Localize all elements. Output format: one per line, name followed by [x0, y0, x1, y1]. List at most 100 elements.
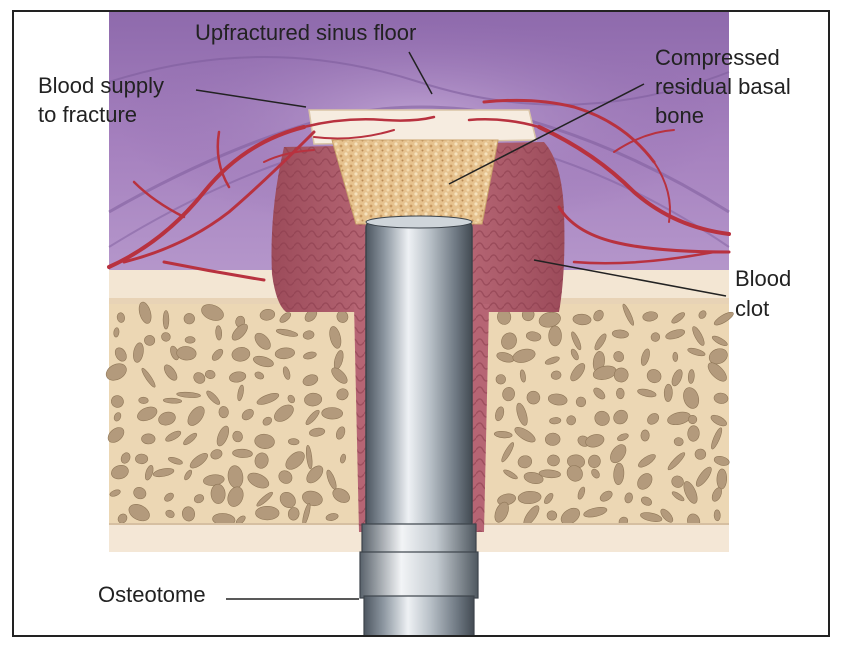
- bone-marrow-space: [306, 465, 324, 484]
- bone-marrow-space: [613, 367, 629, 383]
- bone-marrow-space: [279, 492, 296, 508]
- bone-marrow-space: [335, 426, 346, 440]
- bone-marrow-space: [288, 438, 300, 446]
- bone-marrow-space: [285, 451, 305, 470]
- bone-marrow-space: [646, 369, 662, 384]
- bone-marrow-space: [332, 488, 350, 503]
- bone-marrow-space: [336, 388, 349, 401]
- label-blood-supply-line2: to fracture: [38, 102, 138, 127]
- bone-marrow-space: [711, 335, 728, 347]
- bone-marrow-space: [116, 312, 125, 323]
- bone-marrow-space: [572, 313, 592, 326]
- bone-marrow-space: [237, 384, 244, 402]
- bone-marrow-space: [193, 494, 205, 504]
- sinus-lift-illustration: [105, 12, 734, 635]
- bone-marrow-space: [113, 412, 122, 422]
- bone-marrow-space: [566, 465, 583, 482]
- bone-marrow-space: [206, 390, 221, 405]
- bone-marrow-space: [216, 425, 230, 447]
- label-compressed-line2: residual basal: [655, 74, 791, 99]
- bone-marrow-space: [588, 454, 601, 468]
- bone-marrow-space: [331, 367, 348, 384]
- bone-marrow-space: [713, 455, 730, 466]
- bone-marrow-space: [594, 410, 610, 426]
- bone-marrow-space: [165, 430, 182, 442]
- bone-marrow-space: [256, 393, 280, 405]
- bone-marrow-space: [673, 437, 684, 447]
- bone-marrow-space: [688, 414, 698, 424]
- bone-marrow-space: [624, 492, 633, 504]
- bone-marrow-space: [571, 331, 582, 351]
- label-blood-clot-line1: Blood: [735, 266, 792, 291]
- bone-marrow-space: [544, 492, 554, 505]
- bone-marrow-space: [687, 425, 700, 442]
- bone-marrow-space: [141, 367, 156, 388]
- bone-marrow-space: [610, 444, 627, 464]
- bone-marrow-space: [526, 390, 541, 405]
- bone-marrow-space: [570, 348, 579, 361]
- label-blood-supply-line1: Blood supply: [38, 73, 164, 98]
- bone-marrow-space: [577, 486, 586, 500]
- bone-marrow-space: [599, 490, 613, 502]
- bone-marrow-space: [201, 304, 224, 321]
- bone-marrow-space: [232, 448, 253, 458]
- bone-marrow-space: [254, 433, 275, 449]
- bone-marrow-space: [501, 332, 517, 350]
- bone-marrow-space: [163, 364, 178, 381]
- bone-marrow-space: [650, 332, 661, 342]
- bone-marrow-space: [640, 348, 650, 366]
- bone-marrow-space: [193, 372, 206, 384]
- bone-marrow-space: [144, 335, 156, 346]
- bone-marrow-space: [181, 506, 196, 522]
- bone-marrow-space: [259, 309, 276, 321]
- bone-marrow-space: [247, 472, 270, 489]
- bone-marrow-space: [117, 513, 128, 524]
- bone-marrow-space: [262, 416, 273, 426]
- bone-marrow-space: [647, 413, 660, 425]
- bone-marrow-space: [184, 469, 193, 481]
- bone-marrow-space: [671, 491, 685, 502]
- illustration-frame: [12, 10, 830, 637]
- bone-marrow-space: [611, 329, 629, 339]
- blood-vessels: [107, 98, 731, 282]
- bone-marrow-space: [545, 432, 561, 446]
- bone-marrow-space: [570, 363, 586, 382]
- bone-marrow-space: [517, 455, 533, 469]
- bone-marrow-space: [593, 387, 606, 400]
- bone-marrow-space: [594, 333, 607, 351]
- bone-marrow-space: [667, 452, 686, 471]
- bone-marrow-space: [253, 355, 274, 368]
- bone-marrow-space: [494, 501, 509, 523]
- bone-marrow-space: [671, 369, 683, 387]
- bone-marrow-space: [211, 348, 224, 361]
- bone-marrow-space: [309, 427, 326, 437]
- bone-marrow-space: [695, 466, 712, 487]
- bone-marrow-space: [698, 310, 707, 319]
- bone-marrow-space: [516, 402, 528, 426]
- bone-marrow-space: [707, 362, 727, 382]
- bone-marrow-space: [152, 468, 175, 478]
- bone-marrow-space: [514, 427, 536, 443]
- label-compressed-line3: bone: [655, 103, 704, 128]
- bone-marrow-space: [168, 456, 183, 465]
- bone-marrow-space: [544, 356, 560, 365]
- bone-marrow-space: [189, 453, 208, 469]
- bone-marrow-space: [163, 397, 182, 404]
- bone-marrow-space: [279, 312, 292, 323]
- bone-marrow-space: [282, 366, 291, 380]
- bone-marrow-space: [229, 371, 247, 383]
- bone-marrow-space: [165, 509, 175, 518]
- bone-marrow-space: [672, 351, 679, 362]
- bone-marrow-space: [671, 312, 686, 324]
- bone-marrow-space: [493, 431, 513, 439]
- bone-marrow-space: [187, 406, 205, 426]
- bone-marrow-space: [671, 475, 684, 488]
- bone-marrow-space: [231, 323, 248, 341]
- bone-marrow-space: [321, 407, 343, 420]
- bone-marrow-space: [637, 473, 653, 490]
- bone-marrow-space: [512, 348, 536, 363]
- bone-marrow-space: [144, 465, 154, 481]
- bone-marrow-space: [113, 327, 120, 338]
- bone-marrow-space: [287, 507, 300, 521]
- bone-marrow-space: [637, 388, 657, 398]
